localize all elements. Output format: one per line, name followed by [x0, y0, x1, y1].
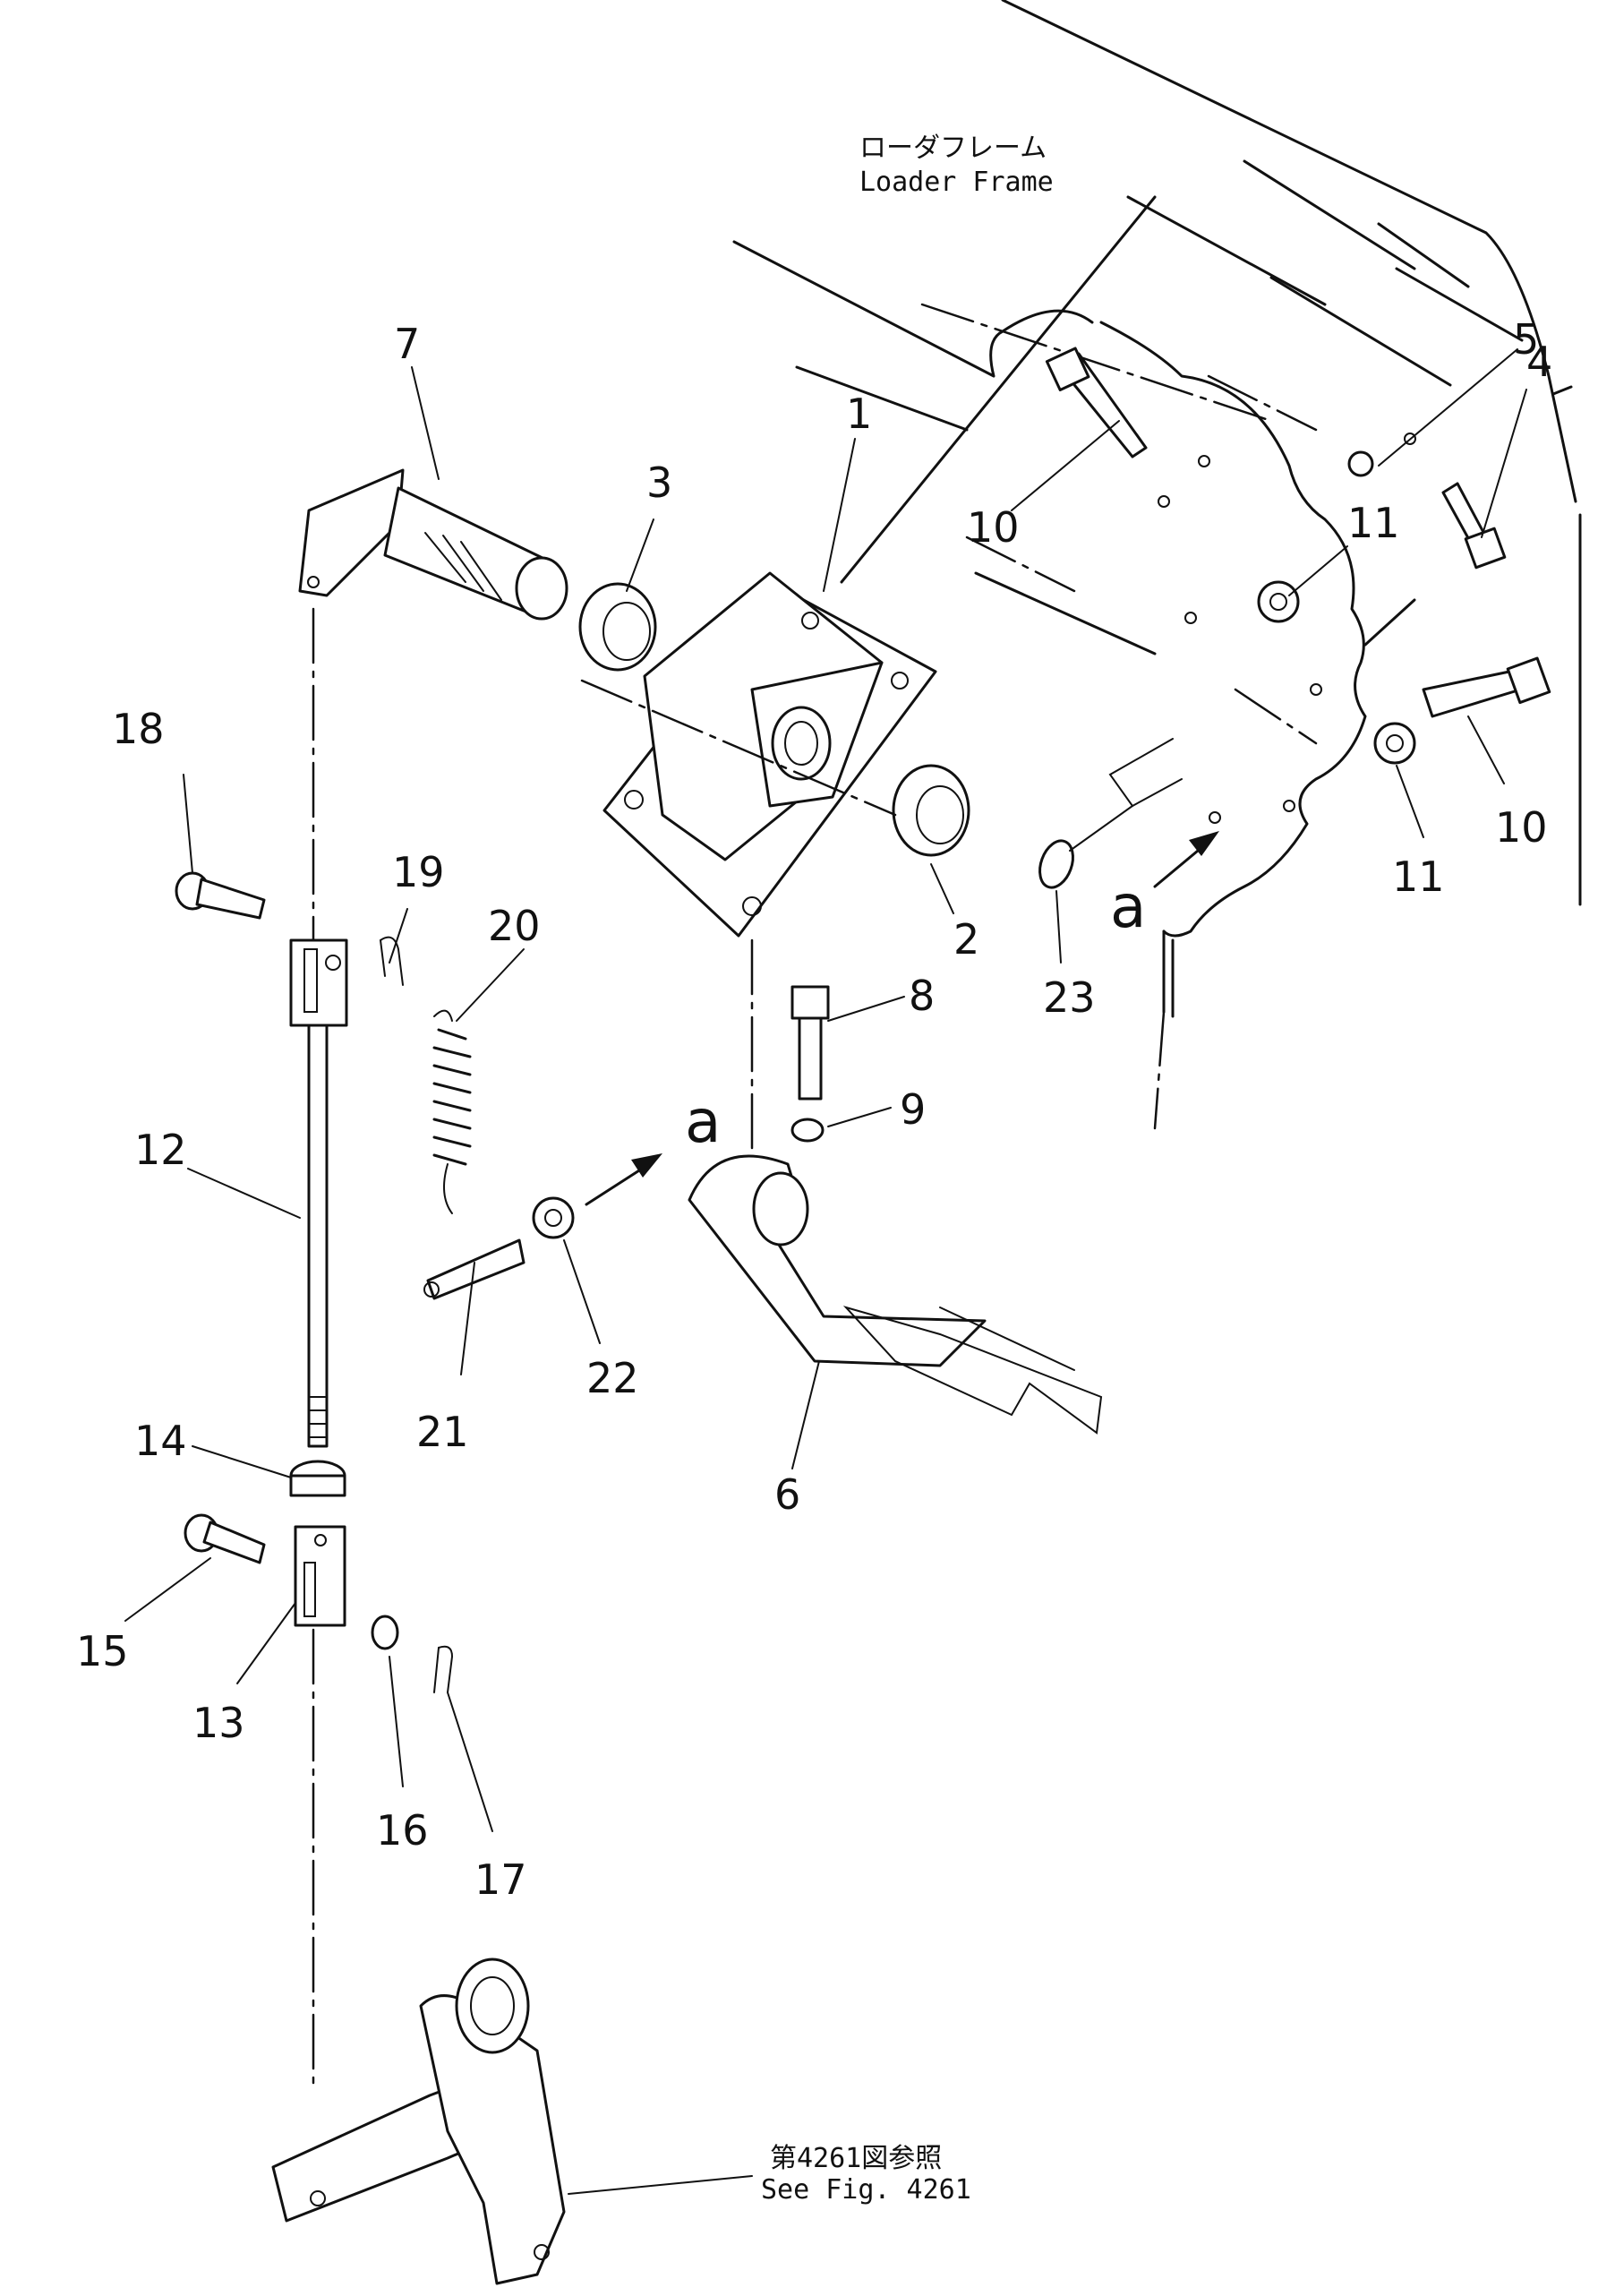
ref-label-jp: 第4261図参照	[770, 2143, 942, 2174]
callout-10a: 10	[967, 503, 1020, 552]
callout-17: 17	[474, 1855, 527, 1904]
view-arrow-a	[585, 831, 1219, 1206]
callout-1: 1	[846, 390, 872, 438]
center-lines	[312, 607, 897, 2088]
callout-11a: 11	[1347, 499, 1400, 547]
callout-16: 16	[376, 1806, 429, 1855]
frame-label-jp: ローダフレーム	[859, 133, 1047, 164]
callout-5: 5	[1513, 315, 1539, 364]
part-13-clevis	[294, 1525, 346, 1627]
part-7-lever-shaft	[298, 468, 568, 621]
part-1-bracket	[602, 571, 937, 938]
part-8-bolt	[790, 985, 830, 1101]
part-11-nut-upper	[1257, 580, 1300, 623]
callout-12: 12	[134, 1126, 187, 1174]
callout-2: 2	[953, 915, 979, 964]
part-12-rod	[289, 938, 348, 1448]
view-marker-a-right: a	[1110, 872, 1146, 941]
leader-lines	[124, 348, 1527, 2195]
callout-19: 19	[392, 848, 445, 896]
part-14-nut	[289, 1460, 346, 1497]
part-19-cotter-pin	[379, 936, 404, 986]
callout-10b: 10	[1495, 803, 1548, 852]
part-22-nut-hole	[544, 1209, 562, 1227]
callout-18: 18	[112, 705, 165, 753]
part-9-washer	[790, 1118, 825, 1143]
part-10-bolt-lower	[1422, 656, 1551, 718]
frame-label-en: Loader Frame	[859, 167, 1054, 198]
part-15-pin	[184, 1513, 266, 1564]
part-2-bushing-bore	[916, 785, 964, 844]
part-18-pin	[175, 871, 266, 920]
part-23-fitting	[1038, 738, 1221, 889]
callout-11b: 11	[1392, 852, 1445, 901]
part-3-bushing-bore	[602, 602, 651, 661]
callout-13: 13	[192, 1699, 245, 1747]
callout-4: 4	[1526, 338, 1552, 386]
callout-8: 8	[909, 972, 935, 1020]
callout-7: 7	[394, 320, 420, 368]
part-11-nut-lower-hole	[1386, 734, 1404, 752]
lower-lever-arm	[271, 1958, 566, 2285]
callout-15: 15	[76, 1627, 129, 1675]
callout-6: 6	[774, 1470, 800, 1519]
part-16-washer	[371, 1615, 399, 1650]
part-11-nut-upper-hole	[1269, 593, 1287, 611]
loader-frame	[732, 0, 1582, 1130]
part-6-pedal	[688, 1154, 1103, 1435]
part-22-nut	[532, 1196, 575, 1239]
part-10-bolt-upper	[1045, 347, 1148, 458]
callout-14: 14	[134, 1417, 187, 1465]
callout-3: 3	[646, 458, 672, 507]
callout-23: 23	[1043, 973, 1096, 1022]
callout-21: 21	[416, 1408, 469, 1456]
part-5-washer	[1347, 450, 1374, 477]
callout-9: 9	[900, 1085, 926, 1134]
part-17-cotter-pin	[433, 1645, 454, 1693]
part-21-stopper-bolt	[423, 1238, 526, 1300]
callout-22: 22	[586, 1354, 639, 1402]
view-marker-a-left: a	[685, 1087, 721, 1156]
callout-20: 20	[488, 902, 541, 950]
part-11-nut-lower	[1373, 722, 1416, 765]
frame-bolt-holes	[1158, 433, 1416, 812]
part-4-bolt	[1441, 482, 1507, 570]
part-20-spring	[432, 1009, 472, 1214]
ref-label-en: See Fig. 4261	[761, 2174, 971, 2206]
